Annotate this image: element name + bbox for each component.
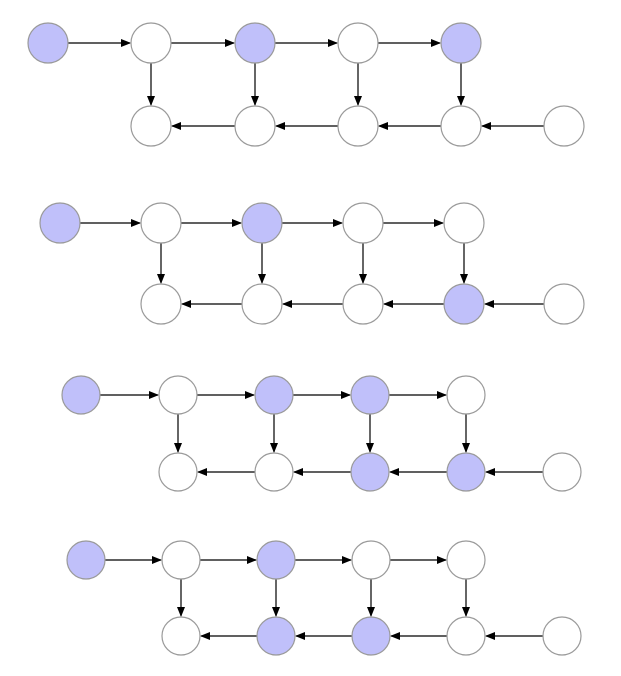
top-node xyxy=(342,202,384,244)
bottom-node xyxy=(256,616,296,656)
bottom-node xyxy=(130,105,172,147)
top-node xyxy=(256,540,296,580)
top-node xyxy=(140,202,182,244)
bottom-node xyxy=(158,452,198,492)
top-node xyxy=(161,540,201,580)
top-node xyxy=(61,375,101,415)
diagram-3 xyxy=(61,375,582,492)
top-node xyxy=(254,375,294,415)
bottom-node xyxy=(543,105,585,147)
top-node xyxy=(446,375,486,415)
top-node xyxy=(443,202,485,244)
bottom-node xyxy=(446,452,486,492)
bottom-node xyxy=(241,283,283,325)
diagram-4 xyxy=(66,540,582,656)
bottom-node xyxy=(161,616,201,656)
top-node xyxy=(130,22,172,64)
bottom-node xyxy=(443,283,485,325)
top-node xyxy=(27,22,69,64)
bottom-node xyxy=(440,105,482,147)
bottom-node xyxy=(446,616,486,656)
bottom-node xyxy=(254,452,294,492)
top-node xyxy=(446,540,486,580)
bottom-node xyxy=(337,105,379,147)
bottom-node xyxy=(542,452,582,492)
top-node xyxy=(66,540,106,580)
bottom-node xyxy=(342,283,384,325)
top-node xyxy=(337,22,379,64)
bottom-node xyxy=(351,616,391,656)
top-node xyxy=(234,22,276,64)
top-node xyxy=(351,540,391,580)
top-node xyxy=(440,22,482,64)
bottom-node xyxy=(140,283,182,325)
bottom-node xyxy=(234,105,276,147)
top-node xyxy=(158,375,198,415)
diagram-1 xyxy=(27,22,585,147)
bottom-node xyxy=(543,283,585,325)
bottom-node xyxy=(350,452,390,492)
bottom-node xyxy=(542,616,582,656)
diagram-2 xyxy=(39,202,585,325)
top-node xyxy=(39,202,81,244)
top-node xyxy=(350,375,390,415)
top-node xyxy=(241,202,283,244)
